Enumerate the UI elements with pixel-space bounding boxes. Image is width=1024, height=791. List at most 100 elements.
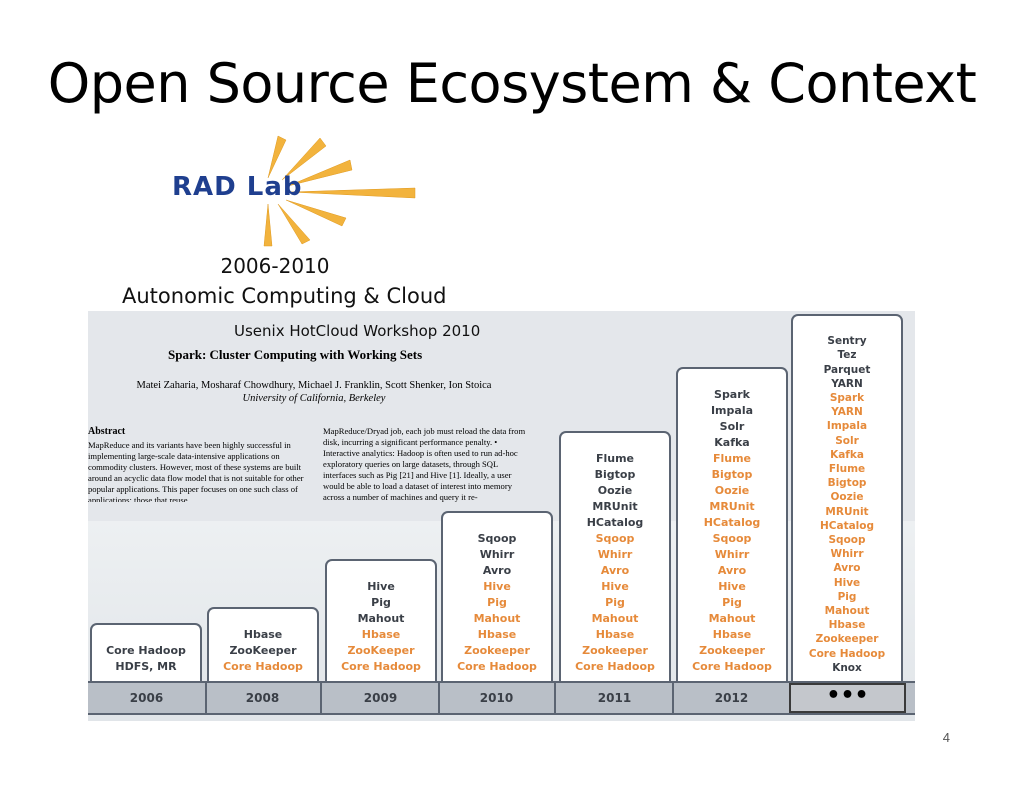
paper-author-list: Matei Zaharia, Mosharaf Chowdhury, Micha… <box>136 380 492 391</box>
project-label: Sqoop <box>595 532 635 545</box>
project-label: Avro <box>717 564 747 577</box>
project-label: Mahout <box>591 612 639 625</box>
project-label: Pig <box>605 596 625 609</box>
project-label: Hive <box>833 576 861 589</box>
project-label: Parquet <box>823 363 871 376</box>
sunburst-icon <box>263 135 416 247</box>
project-label: Sqoop <box>828 533 866 546</box>
project-label: Impala <box>826 420 868 433</box>
project-label: Core Hadoop <box>457 660 537 673</box>
radlab-logo: RAD Lab <box>160 130 430 248</box>
project-label: Pig <box>722 596 742 609</box>
paper-affiliation: University of California, Berkeley <box>242 393 386 404</box>
project-label: Hbase <box>477 628 517 641</box>
project-label: Oozie <box>714 484 750 497</box>
project-label: Whirr <box>597 548 633 561</box>
year-label: 2009 <box>323 683 440 713</box>
radlab-logo-text: RAD Lab <box>172 172 303 202</box>
project-label: Sentry <box>827 335 867 348</box>
abstract-heading: Abstract <box>88 426 126 437</box>
project-label: Mahout <box>473 612 521 625</box>
project-label: Whirr <box>830 548 864 561</box>
project-label: Zookeeper <box>815 633 879 646</box>
project-label: Sqoop <box>712 532 752 545</box>
project-label: MRUnit <box>709 500 755 513</box>
project-label: Tez <box>837 349 857 362</box>
project-label: HCatalog <box>586 516 644 529</box>
project-label: Hive <box>601 580 629 593</box>
year-label: 2010 <box>439 683 556 713</box>
project-label: Mahout <box>357 612 405 625</box>
project-label: Hbase <box>595 628 635 641</box>
subtitle: Autonomic Computing & Cloud <box>122 284 447 308</box>
project-label: HCatalog <box>819 519 874 532</box>
project-label: Whirr <box>714 548 750 561</box>
project-label: Avro <box>833 562 861 575</box>
paper-title: Spark: Cluster Computing with Working Se… <box>168 347 423 362</box>
project-label: HCatalog <box>703 516 761 529</box>
project-label: YARN <box>831 406 863 419</box>
project-label: Hbase <box>712 628 752 641</box>
project-label: ZooKeeper <box>347 644 415 657</box>
project-label: Core Hadoop <box>575 660 655 673</box>
years-range: 2006-2010 <box>220 254 330 278</box>
project-label: Core Hadoop <box>808 647 886 660</box>
project-label: Kafka <box>714 436 750 449</box>
project-label: Zookeeper <box>464 644 530 657</box>
project-label: MRUnit <box>825 505 869 518</box>
project-label: Knox <box>832 661 862 674</box>
year-label: ••• <box>789 683 906 713</box>
project-label: Core Hadoop <box>106 644 186 657</box>
project-label: Hbase <box>243 628 283 641</box>
project-label: ZooKeeper <box>229 644 297 657</box>
project-label: Hive <box>718 580 746 593</box>
project-label: Pig <box>837 590 857 603</box>
project-label: Core Hadoop <box>341 660 421 673</box>
year-label: 2012 <box>674 683 791 713</box>
project-label: Oozie <box>597 484 633 497</box>
project-label: MRUnit <box>592 500 638 513</box>
project-label: Bigtop <box>594 468 636 481</box>
project-label: Spark <box>829 391 865 404</box>
project-label: Hbase <box>361 628 401 641</box>
project-label: Mahout <box>708 612 756 625</box>
year-label: 2008 <box>205 683 322 713</box>
project-label: Kafka <box>830 448 864 461</box>
page-number: 4 <box>942 730 950 745</box>
project-label: Impala <box>710 404 754 417</box>
project-label: HDFS, MR <box>115 660 177 673</box>
project-label: Hbase <box>828 619 866 632</box>
project-label: Bigtop <box>827 477 867 490</box>
usenix-label: Usenix HotCloud Workshop 2010 <box>234 322 481 340</box>
project-label: Core Hadoop <box>223 660 303 673</box>
paper-authors: Matei Zaharia, Mosharaf Chowdhury, Micha… <box>124 379 504 405</box>
project-label: Hive <box>367 580 395 593</box>
project-label: Avro <box>600 564 630 577</box>
project-label: Core Hadoop <box>692 660 772 673</box>
project-label: Spark <box>714 388 750 401</box>
project-label: Zookeeper <box>699 644 765 657</box>
project-label: Pig <box>487 596 507 609</box>
project-label: Hive <box>483 580 511 593</box>
project-label: Zookeeper <box>582 644 648 657</box>
project-label: Sqoop <box>477 532 517 545</box>
project-label: YARN <box>831 377 863 390</box>
project-label: Whirr <box>479 548 515 561</box>
project-label: Pig <box>371 596 391 609</box>
abstract-left-column: MapReduce and its variants have been hig… <box>88 440 304 502</box>
project-label: Flume <box>595 452 635 465</box>
project-label: Flume <box>712 452 752 465</box>
abstract-right-column: MapReduce/Dryad job, each job must reloa… <box>323 426 526 502</box>
year-label: 2011 <box>557 683 674 713</box>
project-label: Oozie <box>830 491 864 504</box>
year-label: 2006 <box>88 683 207 713</box>
